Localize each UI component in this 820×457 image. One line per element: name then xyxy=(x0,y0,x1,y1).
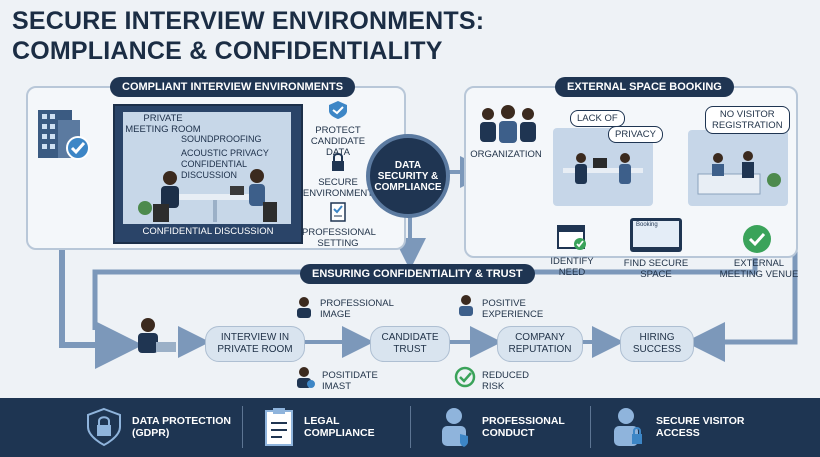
footer-divider xyxy=(410,406,411,448)
reception-scene xyxy=(688,130,788,206)
note-positive-experience: POSITIVE EXPERIENCE xyxy=(482,298,544,320)
lack-bubble: LACK OF xyxy=(570,110,625,127)
footer-divider xyxy=(242,406,243,448)
step-identify-need: IDENTIFY NEED xyxy=(550,256,594,278)
secure-visitor-person-icon xyxy=(614,408,642,446)
external-booking-header: EXTERNAL SPACE BOOKING xyxy=(555,77,734,97)
organization-label: ORGANIZATION xyxy=(470,149,542,160)
data-security-hub: DATA SECURITY & COMPLIANCE xyxy=(366,134,450,218)
privacy-bubble: PRIVACY xyxy=(608,126,664,143)
booking-screen: Booking xyxy=(633,221,679,247)
trust-header: ENSURING CONFIDENTIALITY & TRUST xyxy=(300,264,535,284)
room-footer: CONFIDENTIAL DISCUSSION xyxy=(142,226,274,237)
compliant-environments-header: COMPLIANT INTERVIEW ENVIRONMENTS xyxy=(110,77,356,97)
note-professional-image: PROFESSIONAL IMAGE xyxy=(320,298,394,320)
shield-check-icon xyxy=(329,101,347,119)
room-label: PRIVATE MEETING ROOM xyxy=(125,113,201,135)
meeting-people-illustration xyxy=(138,169,277,222)
private-meeting-room: PRIVATE MEETING ROOM SOUNDPROOFING ACOUS… xyxy=(113,104,303,244)
clipboard-icon xyxy=(265,408,293,446)
interviewer-laptop-icon xyxy=(138,318,176,353)
booking-laptop: Booking xyxy=(630,218,682,252)
green-check-icon xyxy=(454,366,476,388)
check-badge-icon xyxy=(743,225,771,253)
feature-protect: PROTECT CANDIDATE DATA xyxy=(302,100,374,158)
candidate-person-icon xyxy=(459,295,473,316)
footer-divider xyxy=(590,406,591,448)
person-check-icon xyxy=(297,367,315,388)
step-external-venue: EXTERNAL MEETING VENUE xyxy=(719,258,799,280)
feature-list: PROTECT CANDIDATE DATA SECURE ENVIRONMEN… xyxy=(302,100,376,249)
data-protection-lock-icon xyxy=(87,407,121,447)
checklist-icon xyxy=(330,202,346,222)
lock-icon xyxy=(332,153,344,171)
feature-secure: SECURE ENVIRONMENT xyxy=(302,152,374,200)
office-workers-illustration xyxy=(563,153,643,184)
note-reduced-risk: REDUCED RISK xyxy=(482,370,529,392)
organization-people-icon xyxy=(480,105,536,143)
room-notes: SOUNDPROOFING ACOUSTIC PRIVACY CONFIDENT… xyxy=(181,134,269,180)
page-title: SECURE INTERVIEW ENVIRONMENTS: COMPLIANC… xyxy=(12,7,485,65)
calendar-icon xyxy=(557,225,586,250)
professional-person-icon xyxy=(297,297,311,318)
footer-data-protection: DATA PROTECTION(GDPR) xyxy=(132,415,231,439)
no-visitor-bubble: NO VISITOR REGISTRATION xyxy=(705,106,790,134)
feature-professional: PROFESSIONAL SETTING xyxy=(302,202,376,249)
step-find-secure-space: FIND SECURE SPACE xyxy=(623,258,689,280)
reception-desk-illustration xyxy=(697,151,781,195)
office-building-icon xyxy=(38,110,90,160)
note-positidate: POSITIDATE IMAST xyxy=(322,370,378,392)
professional-conduct-person-icon xyxy=(442,408,468,447)
